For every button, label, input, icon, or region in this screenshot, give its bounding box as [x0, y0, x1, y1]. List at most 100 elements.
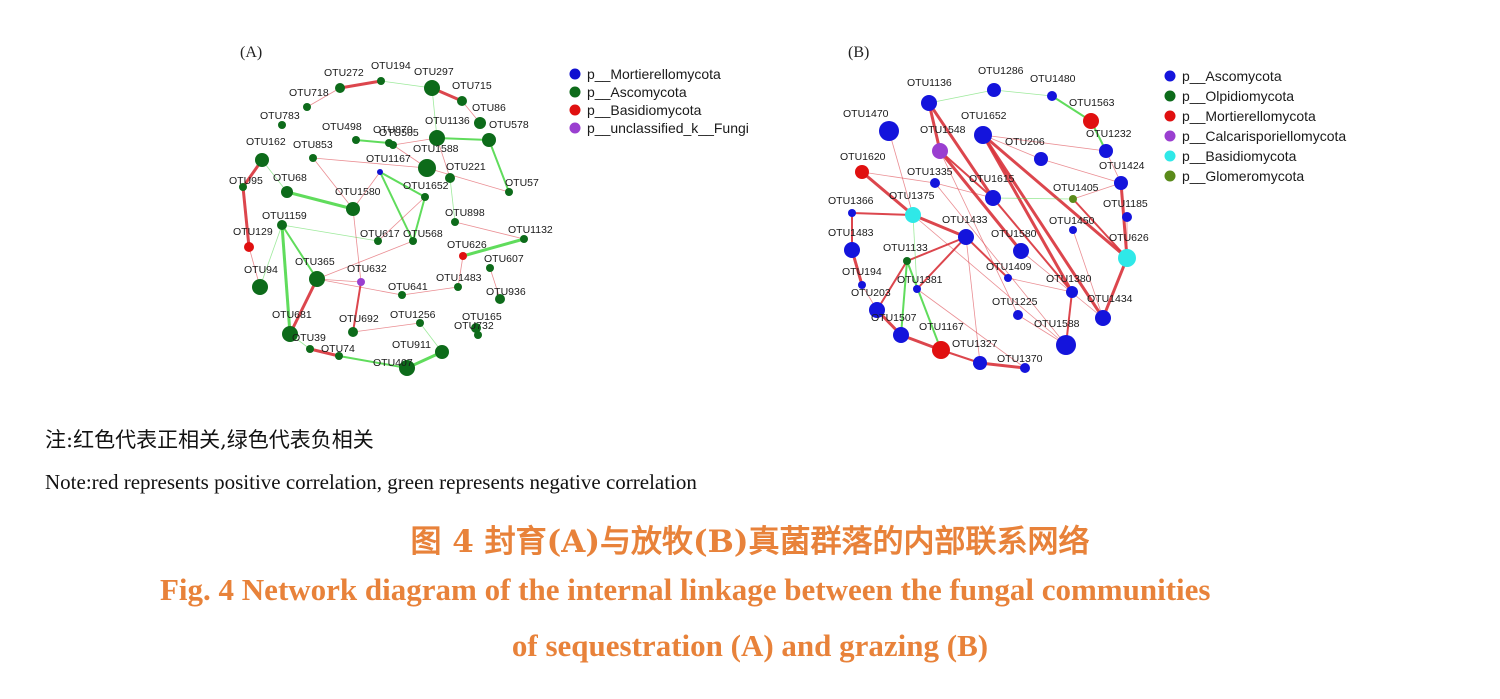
node-otu1370: OTU1370 — [997, 353, 1043, 373]
legend-item-p-basidiomycota: p__Basidiomycota — [1164, 148, 1297, 164]
node-dot — [1118, 249, 1136, 267]
node-otu632: OTU632 — [347, 263, 387, 286]
node-label: OTU86 — [472, 102, 506, 114]
node-label: OTU1563 — [1069, 97, 1115, 109]
node-label: OTU1588 — [1034, 318, 1080, 330]
node-label: OTU898 — [445, 207, 485, 219]
node-dot — [932, 341, 950, 359]
node-otu783: OTU783 — [260, 110, 300, 129]
node-dot — [239, 183, 247, 191]
node-dot — [399, 360, 415, 376]
edge-otu1136-otu1286 — [928, 89, 995, 104]
edge-otu68-otu1580 — [286, 190, 354, 211]
node-dot — [278, 121, 286, 129]
edge-otu498-otu870 — [355, 139, 390, 144]
node-otu578: OTU578 — [482, 119, 529, 147]
node-label: OTU1405 — [1053, 182, 1099, 194]
edge-otu1652-otu568 — [412, 196, 426, 242]
legend-label: p__Ascomycota — [587, 84, 687, 100]
edge-otu568-otu365 — [316, 240, 414, 280]
node-label: OTU68 — [273, 172, 307, 184]
node-otu206: OTU206 — [1005, 136, 1048, 166]
node-otu1652: OTU1652 — [403, 180, 449, 201]
node-otu1433: OTU1433 — [942, 214, 988, 245]
node-otu607: OTU607 — [484, 253, 524, 272]
node-otu617: OTU617 — [360, 228, 400, 245]
edge-otu1433-otu1381 — [916, 236, 967, 290]
node-dot — [255, 153, 269, 167]
node-dot — [474, 331, 482, 339]
node-otu1470: OTU1470 — [843, 108, 899, 141]
node-dot — [1066, 286, 1078, 298]
node-otu626: OTU626 — [447, 239, 487, 260]
node-label: OTU1409 — [986, 261, 1032, 273]
edge-otu578-otu57 — [488, 139, 510, 193]
legend-swatch — [1164, 110, 1176, 122]
legend-label: p__Olpidiomycota — [1182, 88, 1294, 104]
node-label: OTU641 — [388, 281, 428, 293]
legend-swatch — [1164, 70, 1176, 82]
node-label: OTU74 — [321, 343, 355, 355]
edge-otu74-otu407 — [338, 355, 408, 369]
node-otu94: OTU94 — [244, 264, 278, 295]
edge-otu1548-otu1615 — [939, 150, 994, 199]
node-label: OTU1652 — [403, 180, 449, 192]
node-label: OTU162 — [246, 136, 286, 148]
edge-otu1381-otu1370 — [916, 288, 1026, 369]
node-label: OTU1185 — [1103, 198, 1148, 210]
node-otu1366: OTU1366 — [828, 195, 874, 217]
node-dot — [973, 356, 987, 370]
node-dot — [277, 220, 287, 230]
edge-otu1375-otu1588 — [912, 214, 1067, 346]
node-label: OTU505 — [379, 127, 419, 139]
node-dot — [1004, 274, 1012, 282]
node-dot — [495, 294, 505, 304]
node-label: OTU626 — [1109, 232, 1149, 244]
node-label: OTU1470 — [843, 108, 889, 120]
node-dot — [335, 83, 345, 93]
node-label: OTU165 — [462, 311, 502, 323]
node-label: OTU1375 — [889, 190, 935, 202]
node-otu1507: OTU1507 — [871, 312, 917, 343]
edge-otu898-otu1132 — [454, 221, 525, 240]
node-otu1620: OTU1620 — [840, 151, 886, 179]
edge-otu936-otu607 — [489, 267, 501, 300]
node-otu1159: OTU1159 — [262, 210, 307, 230]
node-label: OTU203 — [851, 287, 891, 299]
node-otu1450: OTU1450 — [1049, 215, 1095, 234]
edge-otu1433-otu1327 — [965, 236, 981, 364]
node-dot — [858, 281, 866, 289]
node-dot — [869, 302, 885, 318]
node-dot — [309, 154, 317, 162]
edge-otu1375-otu1381 — [912, 214, 918, 290]
legend-item-p-glomeromycota: p__Glomeromycota — [1164, 168, 1304, 184]
edge-otu95-otu129 — [241, 186, 251, 248]
legend-item-p-mortierellomycota: p__Mortierellomycota — [1164, 108, 1316, 124]
node-otu68: OTU68 — [273, 172, 307, 198]
edge-otu1652-otu1434 — [981, 134, 1105, 319]
node-dot — [309, 271, 325, 287]
node-otu1132: OTU1132 — [508, 224, 553, 243]
node-dot — [409, 237, 417, 245]
node-label: OTU1132 — [508, 224, 553, 236]
edge-otu1136-otu1615 — [927, 102, 995, 199]
edge-otu1652-otu626 — [982, 133, 1128, 260]
node-otu272: OTU272 — [324, 67, 364, 93]
node-label: OTU194 — [842, 266, 882, 278]
node-label: OTU1136 — [425, 115, 470, 127]
edge-otu1136-otu578 — [436, 137, 490, 141]
node-otu853: OTU853 — [293, 139, 333, 162]
edge-otu1433-otu1409 — [965, 236, 1009, 279]
node-otu1335: OTU1335 — [907, 166, 953, 188]
node-otu297: OTU297 — [414, 66, 454, 96]
node-label: OTU578 — [489, 119, 529, 131]
node-dot — [306, 345, 314, 353]
edge-otu1286-otu1480 — [993, 89, 1053, 97]
edge-otu718-otu272 — [306, 87, 341, 108]
node-otu641: OTU641 — [388, 281, 428, 299]
node-dot — [303, 103, 311, 111]
node-label: OTU206 — [1005, 136, 1045, 148]
node-otu626: OTU626 — [1109, 232, 1149, 267]
edge-otu1167-otu1580 — [352, 171, 381, 210]
node-dot — [1013, 310, 1023, 320]
